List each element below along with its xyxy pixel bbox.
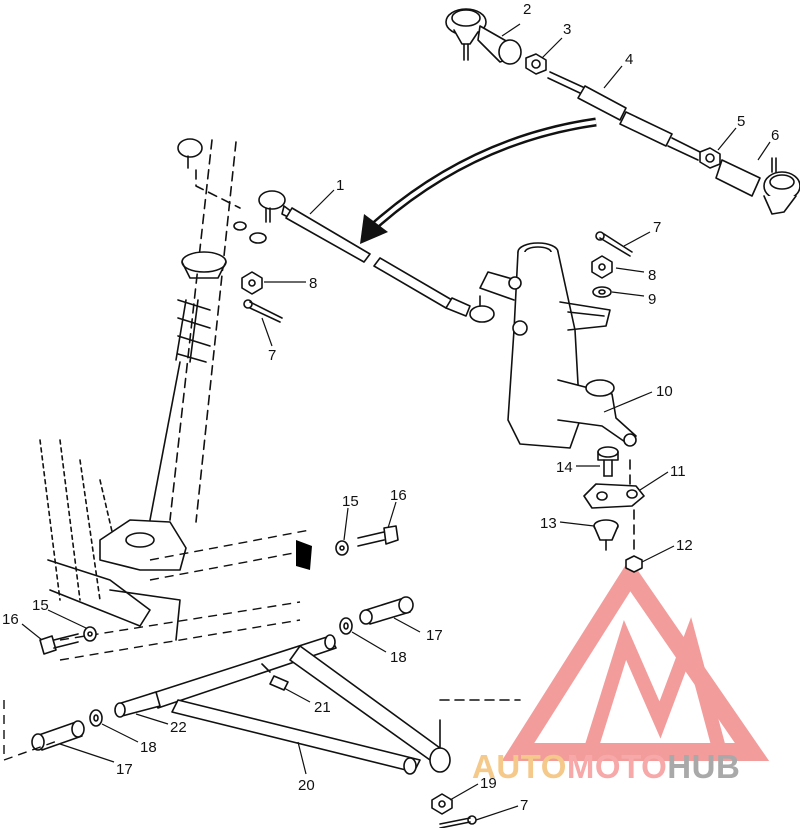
a-arm-mount-lines bbox=[59, 529, 312, 661]
callout-9: 9 bbox=[648, 291, 656, 308]
callout-20: 20 bbox=[298, 777, 315, 794]
callout-22: 22 bbox=[170, 719, 187, 736]
bolt-14 bbox=[597, 446, 619, 477]
cotter-pin-7-left bbox=[243, 299, 283, 323]
callout-15-lower: 15 bbox=[32, 597, 49, 614]
a-arm-20 bbox=[149, 634, 521, 775]
callout-6: 6 bbox=[771, 127, 779, 144]
watermark-hub: HUB bbox=[667, 748, 740, 785]
ball-joint-13 bbox=[593, 519, 619, 551]
tie-rod-tube bbox=[547, 71, 701, 161]
callout-19: 19 bbox=[480, 775, 497, 792]
bushing-17-lower bbox=[31, 720, 85, 751]
washer-15-upper bbox=[335, 540, 349, 556]
callout-15-upper: 15 bbox=[342, 493, 359, 510]
bolt-16-upper bbox=[357, 525, 399, 547]
watermark-auto: AUTO bbox=[472, 748, 567, 785]
bushing-17-upper bbox=[359, 596, 414, 625]
watermark-text: AUTOMOTOHUB bbox=[472, 748, 740, 785]
assembly-arrow bbox=[360, 117, 597, 244]
steering-post bbox=[149, 139, 237, 523]
nut-19 bbox=[431, 793, 453, 815]
callout-16-upper: 16 bbox=[390, 487, 407, 504]
washer-18-lower bbox=[89, 709, 103, 727]
frame-section bbox=[39, 439, 187, 641]
plate-11 bbox=[583, 459, 645, 509]
callout-11: 11 bbox=[670, 463, 686, 480]
callout-8-left: 8 bbox=[309, 275, 317, 292]
callout-10: 10 bbox=[656, 383, 673, 400]
washer-15-lower bbox=[83, 626, 97, 642]
cotter-pin-7-bottom bbox=[439, 815, 477, 828]
bolt-16-lower bbox=[39, 633, 79, 655]
callout-1: 1 bbox=[336, 177, 344, 194]
callout-4: 4 bbox=[625, 51, 633, 68]
callout-21: 21 bbox=[314, 699, 331, 716]
tie-rod-end-right bbox=[715, 157, 800, 215]
watermark-logo bbox=[501, 558, 770, 761]
nut-8-right bbox=[591, 255, 613, 279]
tie-rod-1 bbox=[258, 190, 495, 323]
bushing-22 bbox=[114, 691, 161, 718]
callout-14: 14 bbox=[556, 459, 573, 476]
tie-rod-end-small bbox=[177, 138, 267, 244]
callout-7-left: 7 bbox=[268, 347, 276, 364]
callout-7-right: 7 bbox=[653, 219, 661, 236]
nut-8-left bbox=[241, 271, 263, 295]
callout-8-right: 8 bbox=[648, 267, 656, 284]
callout-2: 2 bbox=[523, 1, 531, 18]
nut-12 bbox=[625, 509, 643, 573]
washer-18-upper bbox=[339, 617, 353, 635]
grease-fitting-21 bbox=[261, 663, 289, 691]
jam-nut-3 bbox=[525, 53, 547, 75]
callout-18-upper: 18 bbox=[390, 649, 407, 666]
outline-box bbox=[3, 700, 61, 761]
cotter-pin-7-right bbox=[595, 231, 633, 257]
callout-layer bbox=[21, 23, 771, 821]
callout-17-upper: 17 bbox=[426, 627, 443, 644]
callout-17-lower: 17 bbox=[116, 761, 133, 778]
callout-16-lower: 16 bbox=[2, 611, 19, 628]
callout-5: 5 bbox=[737, 113, 745, 130]
washer-9 bbox=[592, 286, 612, 298]
steering-knuckle bbox=[479, 242, 637, 449]
callout-18-lower: 18 bbox=[140, 739, 157, 756]
callout-13: 13 bbox=[540, 515, 557, 532]
watermark-moto: MOTO bbox=[567, 748, 667, 785]
callout-3: 3 bbox=[563, 21, 571, 38]
jam-nut-5 bbox=[699, 147, 721, 169]
tie-rod-end-left bbox=[445, 8, 522, 65]
callout-12: 12 bbox=[676, 537, 693, 554]
callout-7-bottom: 7 bbox=[520, 797, 528, 814]
